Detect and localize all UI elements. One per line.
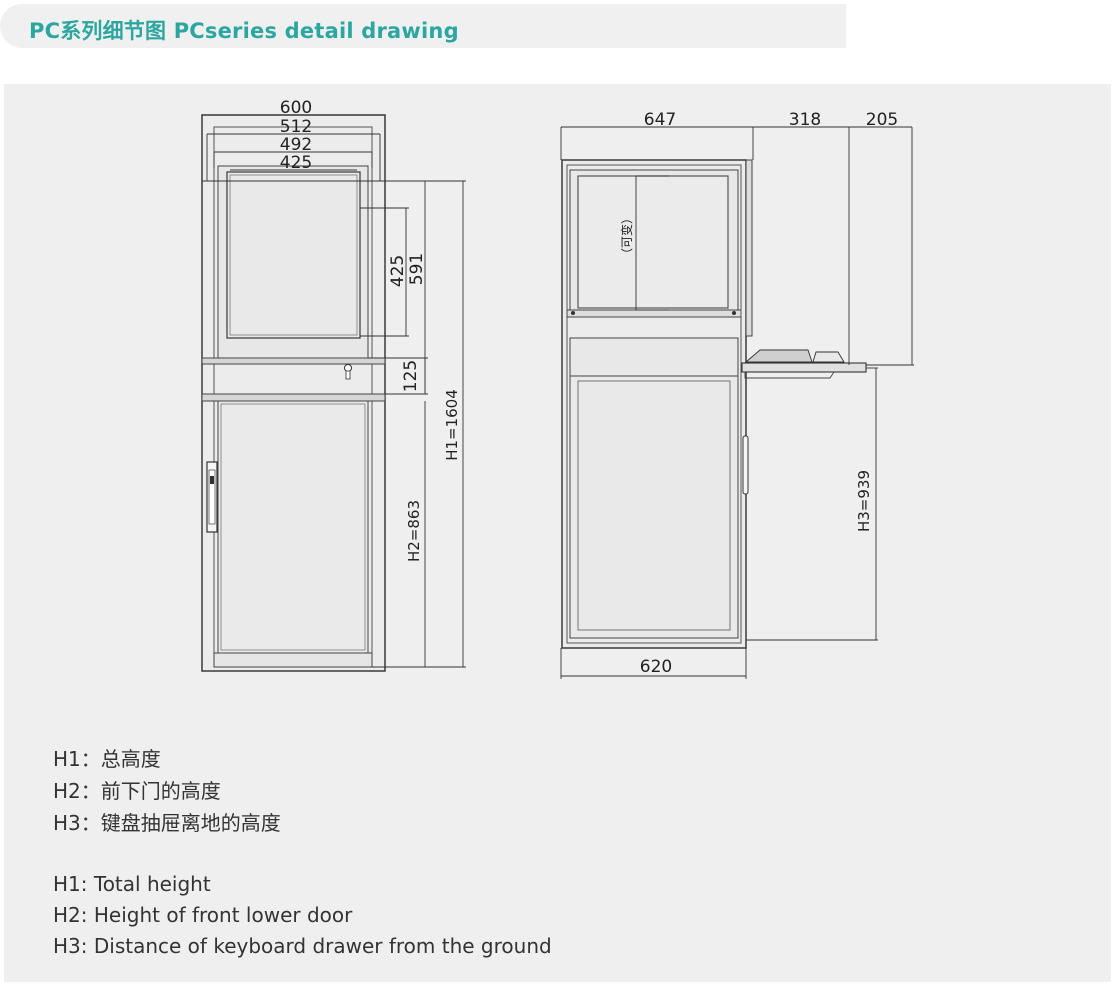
legend-key: H1： [53, 747, 101, 771]
front-view-dimensions [202, 114, 466, 668]
dim-h1: H1=1604 [443, 389, 461, 461]
dim-318: 318 [789, 110, 821, 130]
page-title: PC系列细节图 PCseries detail drawing [29, 19, 459, 43]
dim-620: 620 [640, 657, 672, 677]
front-view-labels: 600 512 492 425 425 591 125 H2=863 H1=16… [280, 98, 461, 562]
legend-row-h1-en: H1: Total height [53, 869, 552, 900]
legend-text: Height of front lower door [93, 903, 353, 927]
dim-h3: H3=939 [855, 470, 873, 532]
legend-row-h2-cn: H2：前下门的高度 [53, 775, 281, 807]
keyboard-drawer [741, 362, 867, 373]
legend-key: H3： [53, 811, 101, 835]
header-bar: PC系列细节图 PCseries detail drawing [0, 4, 846, 48]
dim-variable: （可变） [619, 212, 634, 260]
dim-600: 600 [280, 98, 312, 118]
legend-key: H2： [53, 779, 101, 803]
dim-425-height: 425 [388, 255, 408, 287]
dim-492: 492 [280, 135, 312, 155]
dim-125: 125 [401, 360, 421, 392]
side-view-cabinet [561, 159, 867, 649]
side-view-labels: 647 318 205 （可变） 620 H3=939 [619, 110, 898, 677]
dim-591: 591 [407, 253, 427, 285]
legend-text: 前下门的高度 [100, 779, 221, 803]
drawing-panel [4, 84, 1111, 982]
dim-647: 647 [644, 110, 676, 130]
legend-key: H1: [53, 872, 88, 896]
legend-text: Distance of keyboard drawer from the gro… [93, 934, 552, 958]
legend-english: H1: Total height H2: Height of front low… [53, 869, 552, 962]
legend-row-h1-cn: H1：总高度 [53, 743, 281, 775]
dim-205: 205 [866, 110, 898, 130]
dim-425-width: 425 [280, 153, 312, 173]
legend-key: H2: [53, 903, 88, 927]
side-handle-icon [742, 435, 749, 495]
front-view-cabinet [201, 114, 386, 672]
side-view-dimensions [560, 126, 914, 679]
dim-512: 512 [280, 117, 312, 137]
legend-key: H3: [53, 934, 88, 958]
legend-text: 总高度 [100, 747, 161, 771]
legend-row-h3-cn: H3：键盘抽屉离地的高度 [53, 807, 281, 839]
legend-row-h2-en: H2: Height of front lower door [53, 900, 552, 931]
dim-h2: H2=863 [405, 500, 423, 562]
legend-text: 键盘抽屉离地的高度 [100, 811, 281, 835]
legend-chinese: H1：总高度 H2：前下门的高度 H3：键盘抽屉离地的高度 [53, 743, 281, 839]
lock-icon [344, 364, 352, 372]
legend-text: Total height [93, 872, 211, 896]
legend-row-h3-en: H3: Distance of keyboard drawer from the… [53, 931, 552, 962]
